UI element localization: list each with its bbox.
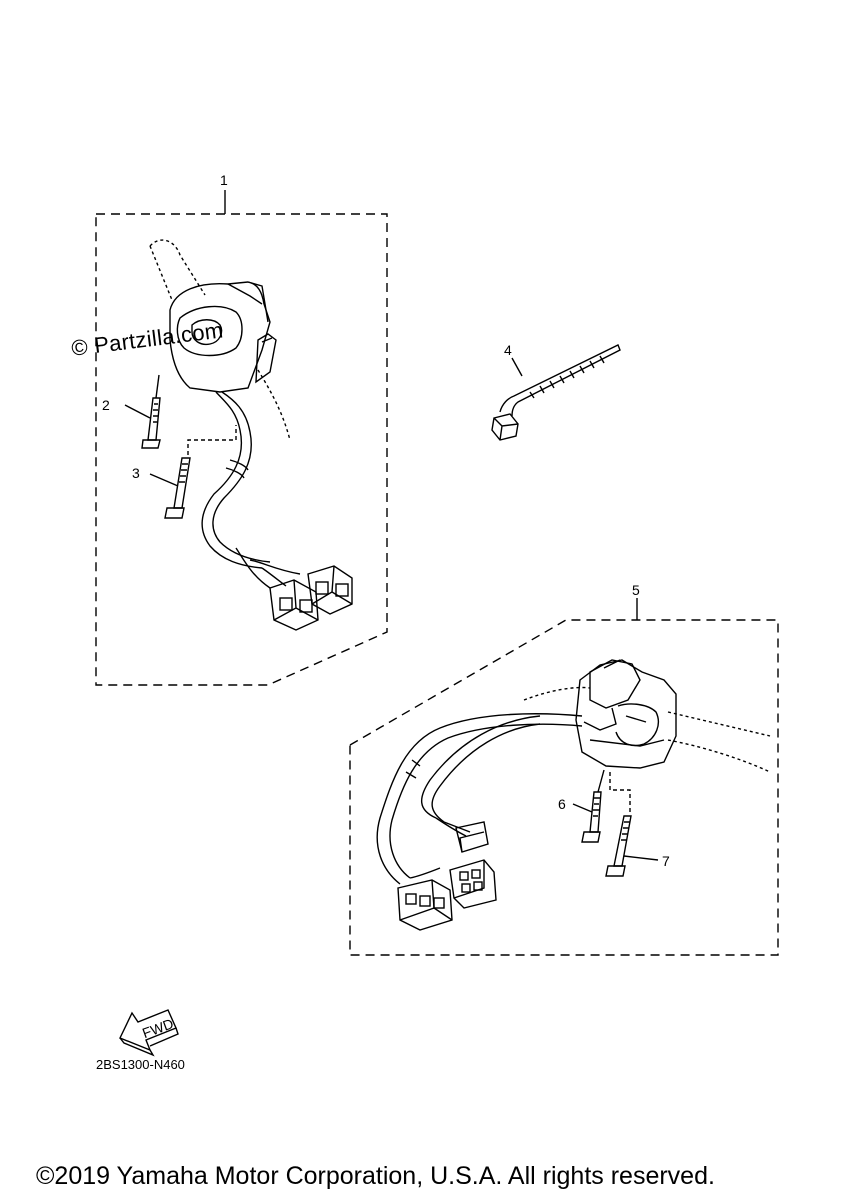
callout-7: 7 bbox=[662, 853, 670, 869]
copyright-notice: ©2019 Yamaha Motor Corporation, U.S.A. A… bbox=[36, 1162, 715, 1190]
leader-4 bbox=[511, 357, 523, 377]
callout-6: 6 bbox=[558, 796, 566, 812]
assembly-5-outline bbox=[349, 619, 779, 956]
diagram-code: 2BS1300-N460 bbox=[96, 1057, 185, 1072]
leader-2 bbox=[124, 404, 151, 419]
leader-3 bbox=[149, 473, 179, 487]
assembly-1-group bbox=[95, 190, 388, 686]
leader-2a bbox=[155, 374, 160, 399]
assembly-5-group bbox=[349, 598, 779, 956]
cable-tie-4 bbox=[491, 344, 621, 441]
leader-6 bbox=[572, 803, 593, 813]
callout-2: 2 bbox=[102, 397, 110, 413]
assembly-1-outline bbox=[95, 213, 388, 686]
callout-3: 3 bbox=[132, 465, 140, 481]
leader-7 bbox=[623, 855, 659, 861]
fwd-arrow: FWD bbox=[119, 1009, 179, 1057]
callout-1: 1 bbox=[220, 172, 228, 188]
callout-5: 5 bbox=[632, 582, 640, 598]
callout-4: 4 bbox=[504, 342, 512, 358]
